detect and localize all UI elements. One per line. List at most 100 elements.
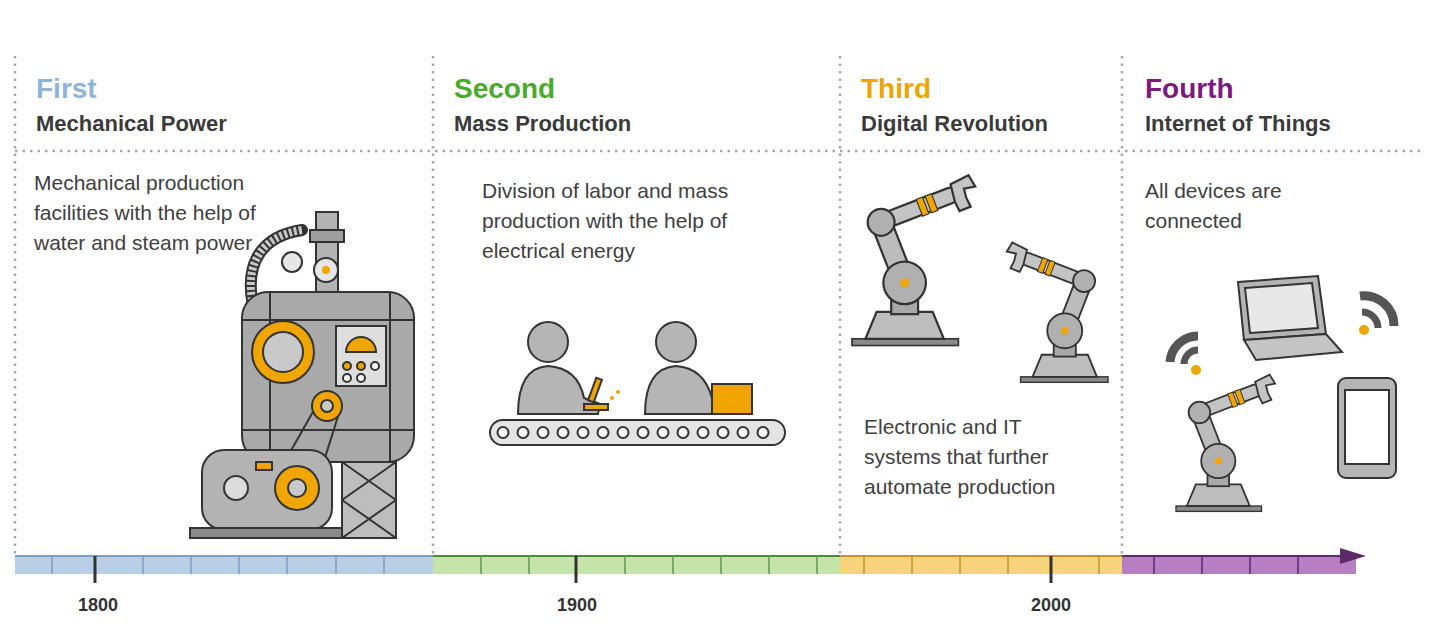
- era-band: FourthInternet of ThingsAll devices are …: [1122, 55, 1422, 555]
- flywheel-hub: [288, 479, 306, 497]
- engine-rod: [256, 462, 272, 470]
- laptop-display: [1245, 283, 1318, 333]
- era-band: FirstMechanical PowerMechanical producti…: [15, 55, 433, 555]
- robot-arm: [1176, 375, 1275, 512]
- year-label: 1800: [78, 594, 118, 616]
- timeline: [15, 548, 1366, 583]
- wifi-dot: [1191, 365, 1201, 375]
- era-title: Digital Revolution: [861, 111, 1048, 137]
- tick: [481, 556, 817, 574]
- bar-edge: [840, 555, 1122, 557]
- conveyor-rollers: [498, 427, 769, 438]
- worker-head: [656, 322, 696, 362]
- bar-edge: [15, 555, 433, 557]
- era-title: Mechanical Power: [36, 111, 227, 137]
- era-title: Internet of Things: [1145, 111, 1331, 137]
- coil-pipe: [251, 230, 302, 300]
- era-description: Division of labor and mass production wi…: [482, 176, 782, 266]
- tick: [1154, 556, 1298, 574]
- panel-button: [343, 374, 351, 382]
- year-label: 1900: [557, 594, 597, 616]
- spark: [616, 390, 620, 394]
- tool-base: [584, 404, 608, 410]
- tower: [342, 462, 396, 538]
- laptop-base: [1244, 334, 1342, 360]
- roller: [518, 427, 529, 438]
- devices: [1170, 276, 1396, 478]
- minor-ticks: [52, 556, 1298, 574]
- era-number: Second: [454, 73, 555, 105]
- roller: [498, 427, 509, 438]
- divider-line: [839, 56, 842, 556]
- coil-pipe: [251, 230, 302, 300]
- panel-button: [357, 374, 365, 382]
- gauge: [314, 258, 338, 282]
- year-label: 2000: [1031, 594, 1071, 616]
- era-description: All devices are connected: [1145, 176, 1335, 236]
- product-box: [712, 384, 752, 414]
- worker-body: [645, 366, 712, 414]
- tank-seam: [242, 429, 414, 431]
- era-bar: [1122, 556, 1356, 574]
- chimney-cap: [310, 230, 344, 242]
- porthole: [263, 332, 303, 372]
- header-rule: [15, 150, 1420, 153]
- panel-button: [357, 362, 365, 370]
- roller: [638, 427, 649, 438]
- tower-brace: [342, 462, 396, 538]
- machine-base: [190, 528, 342, 538]
- bar-edge: [433, 555, 840, 557]
- porthole-ring: [252, 321, 314, 383]
- wifi-dot: [1359, 325, 1369, 335]
- pulley-hub: [321, 400, 333, 412]
- era-number: Third: [861, 73, 931, 105]
- era-description: Electronic and IT systems that further a…: [864, 412, 1104, 502]
- divider-line: [14, 56, 17, 556]
- tank-seam: [389, 292, 391, 462]
- bar-edge: [1122, 555, 1345, 557]
- wifi-signal: [1184, 350, 1198, 364]
- roller: [698, 427, 709, 438]
- roller: [538, 427, 549, 438]
- pulley: [312, 391, 342, 421]
- divider-line: [1121, 56, 1124, 556]
- boiler-tank: [242, 292, 414, 462]
- roller: [678, 427, 689, 438]
- tool: [588, 378, 602, 403]
- era-bar: [15, 556, 433, 574]
- robot-arm: [852, 175, 975, 345]
- robot-arm: [1007, 242, 1108, 382]
- roller: [738, 427, 749, 438]
- panel-button: [371, 362, 379, 370]
- engine-wheel: [224, 476, 248, 500]
- assembly-line: [490, 322, 785, 445]
- phone-screen: [1345, 390, 1389, 464]
- roller: [758, 427, 769, 438]
- engine-block: [202, 450, 332, 530]
- control-panel: [336, 326, 386, 386]
- divider-line: [432, 56, 435, 556]
- roller: [658, 427, 669, 438]
- conveyor-belt: [490, 420, 785, 445]
- era-bar: [840, 556, 1122, 574]
- era-title: Mass Production: [454, 111, 631, 137]
- era-bar: [433, 556, 840, 574]
- era-description: Mechanical production facilities with th…: [34, 168, 286, 258]
- era-band: ThirdDigital RevolutionElectronic and IT…: [840, 55, 1122, 555]
- timeline-arrowhead: [1340, 548, 1366, 564]
- column-dividers: [15, 56, 1420, 556]
- tick: [864, 556, 1099, 574]
- roller: [598, 427, 609, 438]
- roller: [578, 427, 589, 438]
- spark: [610, 396, 614, 400]
- panel-gauge: [346, 337, 376, 352]
- gauge: [282, 252, 302, 272]
- steam-machine: [190, 212, 414, 538]
- tank-seam: [242, 319, 414, 321]
- worker-head: [528, 322, 568, 362]
- tick: [52, 556, 384, 574]
- phone: [1338, 378, 1396, 478]
- flywheel: [275, 466, 319, 510]
- era-number: Fourth: [1145, 73, 1234, 105]
